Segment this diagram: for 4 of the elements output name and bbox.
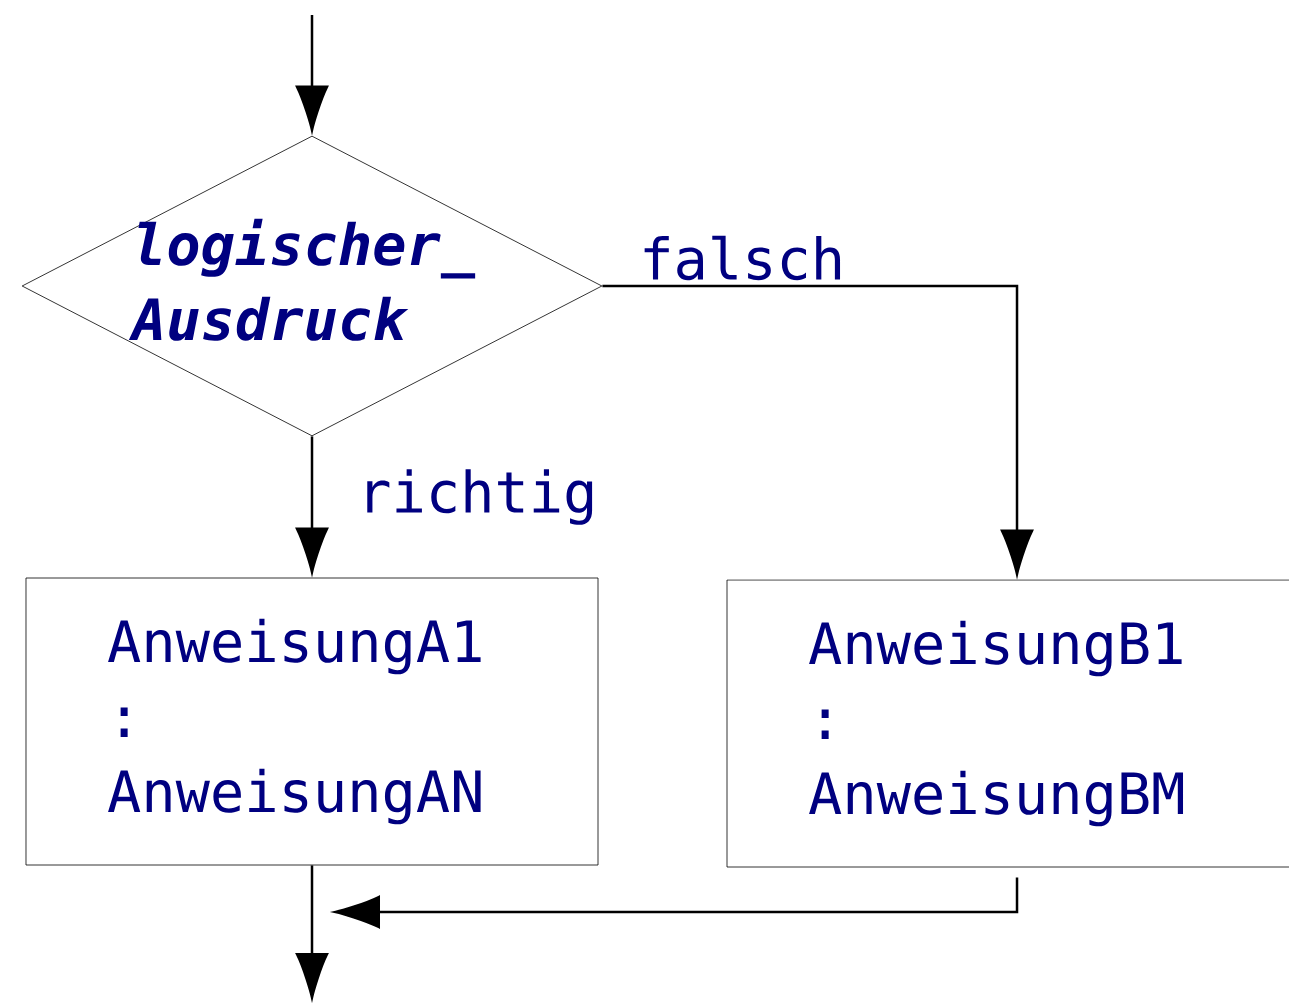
edge-label: falsch [637,233,848,283]
edge-label: richtig [355,467,600,527]
process-box: AnweisungB1 : AnweisungBM [726,579,1289,868]
process-box: AnweisungA1 : AnweisungAN [25,577,599,866]
